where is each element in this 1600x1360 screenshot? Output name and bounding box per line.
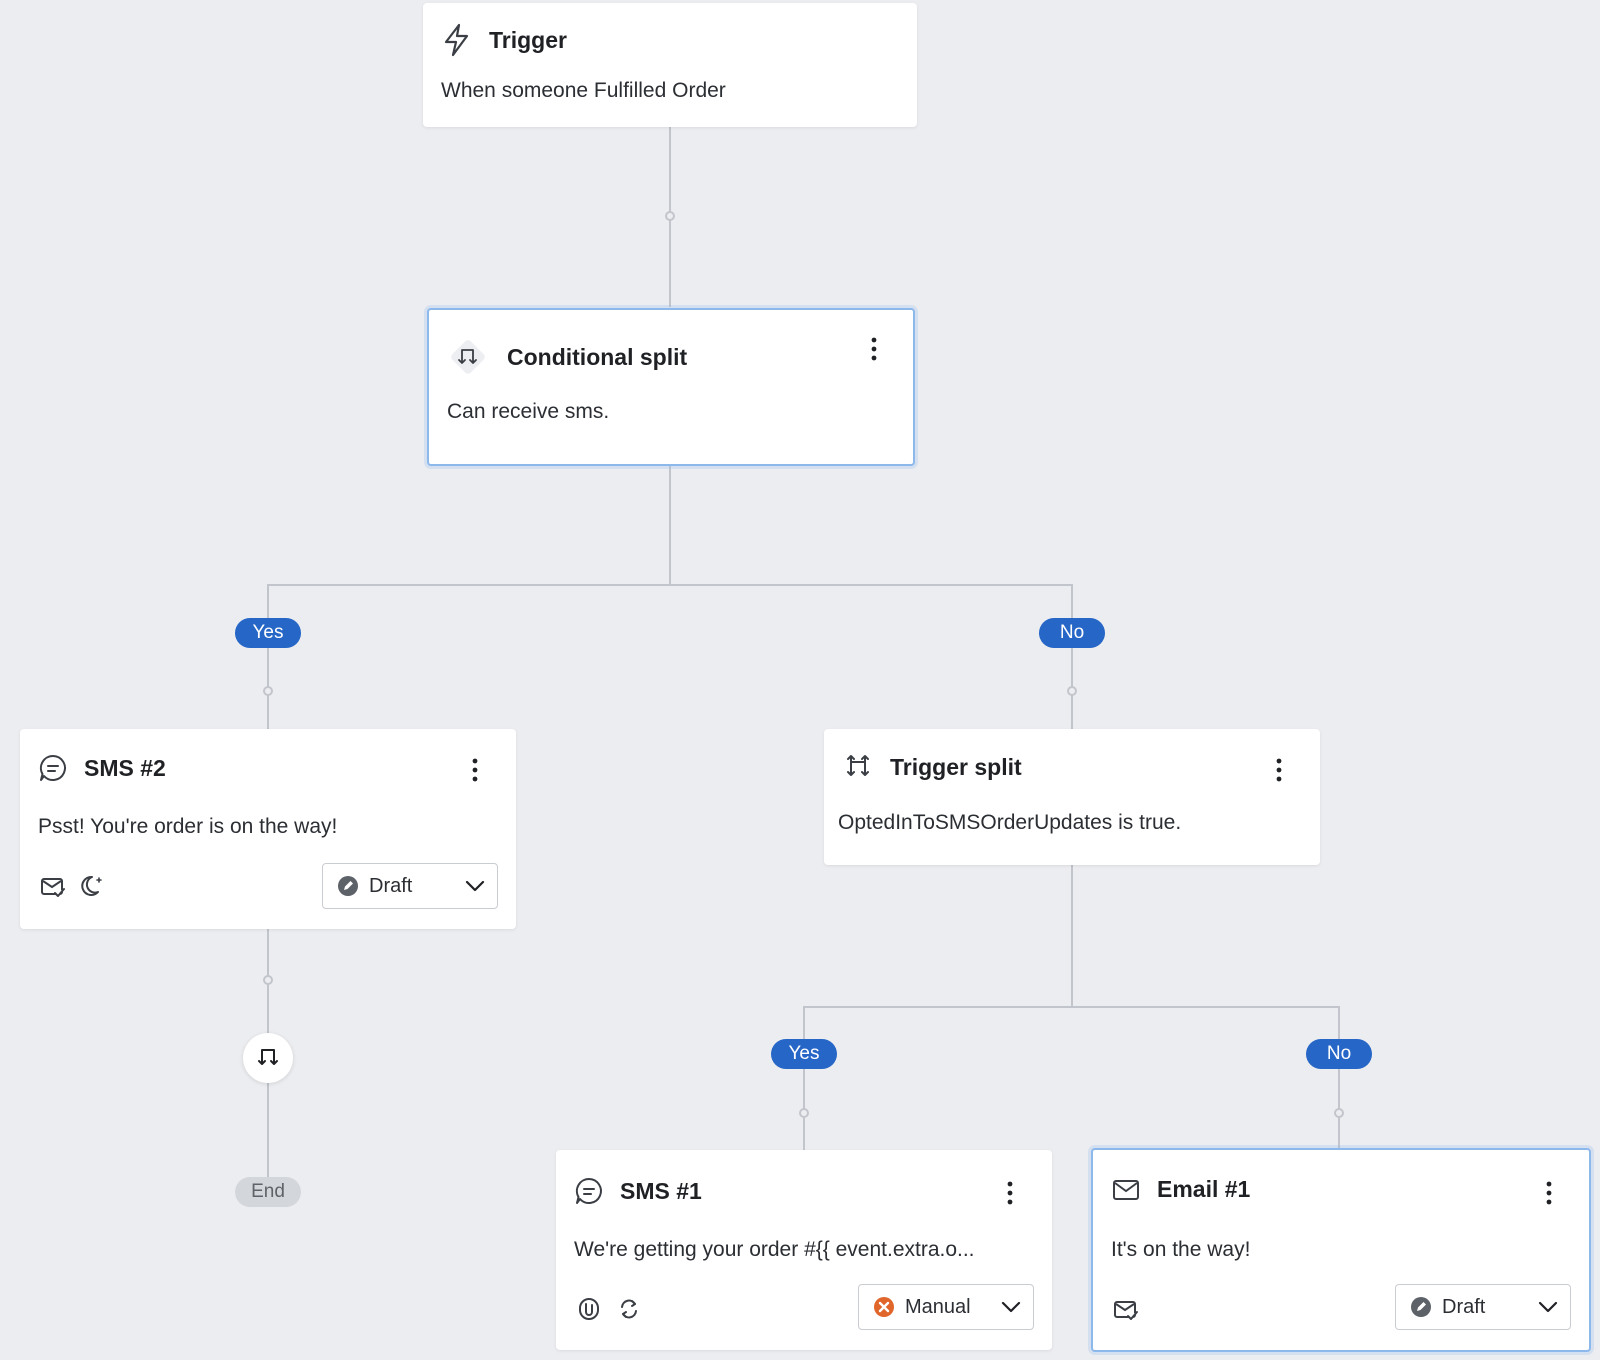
branch-label-yes: Yes: [235, 618, 301, 648]
message-check-icon: [1113, 1298, 1139, 1322]
status-label: Draft: [1442, 1295, 1486, 1318]
trigger-card[interactable]: Trigger When someone Fulfilled Order: [423, 3, 917, 127]
trigger-title: Trigger: [489, 26, 567, 53]
trigger-split-card[interactable]: Trigger split OptedInToSMSOrderUpdates i…: [824, 729, 1320, 865]
status-label: Draft: [369, 874, 413, 897]
branch-label-no: No: [1306, 1039, 1372, 1069]
manual-status-icon: [873, 1296, 895, 1318]
email-1-title: Email #1: [1157, 1176, 1251, 1202]
sms-1-card[interactable]: SMS #1 We're getting your order #{{ even…: [556, 1150, 1052, 1350]
draft-status-icon: [337, 875, 359, 897]
connector: [803, 1006, 805, 1151]
connector-dot: [263, 975, 273, 985]
more-options-icon[interactable]: [1267, 755, 1291, 785]
sms-1-description: We're getting your order #{{ event.extra…: [574, 1238, 975, 1261]
quiet-hours-moon-icon: [80, 873, 106, 899]
connector-dot: [1067, 686, 1077, 696]
refresh-icon: [616, 1296, 642, 1322]
email-icon: [1111, 1177, 1141, 1203]
connector: [1071, 865, 1073, 1008]
status-label: Manual: [905, 1295, 971, 1318]
connector-dot: [263, 686, 273, 696]
status-dropdown[interactable]: Manual: [858, 1284, 1034, 1330]
connector: [669, 466, 671, 586]
sms-2-title: SMS #2: [84, 754, 166, 781]
conditional-split-card[interactable]: Conditional split Can receive sms.: [427, 308, 915, 466]
branch-label-no: No: [1039, 618, 1105, 648]
more-options-icon[interactable]: [1537, 1178, 1561, 1208]
email-1-card[interactable]: Email #1 It's on the way! Draft: [1091, 1148, 1591, 1352]
trigger-split-title: Trigger split: [890, 753, 1022, 780]
sms-2-description: Psst! You're order is on the way!: [38, 815, 338, 838]
more-options-icon[interactable]: [998, 1178, 1022, 1208]
more-options-icon[interactable]: [862, 334, 886, 364]
connector: [803, 1006, 1340, 1008]
split-icon: [255, 1046, 281, 1070]
end-label: End: [235, 1177, 301, 1207]
sms-1-title: SMS #1: [620, 1177, 702, 1204]
connector-dot: [799, 1108, 809, 1118]
email-1-description: It's on the way!: [1111, 1238, 1251, 1261]
message-check-icon: [40, 875, 66, 899]
connector-dot: [665, 211, 675, 221]
split-icon: [443, 332, 493, 382]
conditional-split-description: Can receive sms.: [447, 400, 610, 423]
connector-dot: [1334, 1108, 1344, 1118]
connector: [267, 584, 1073, 586]
chevron-down-icon: [465, 880, 485, 892]
status-dropdown[interactable]: Draft: [1395, 1284, 1571, 1330]
more-options-icon[interactable]: [463, 755, 487, 785]
status-dropdown[interactable]: Draft: [322, 863, 498, 909]
add-split-button[interactable]: [243, 1033, 293, 1083]
sms-icon: [574, 1176, 604, 1206]
attachment-icon: [576, 1296, 602, 1322]
trigger-split-description: OptedInToSMSOrderUpdates is true.: [838, 811, 1182, 834]
conditional-split-title: Conditional split: [507, 343, 688, 370]
sms-icon: [38, 753, 68, 783]
lightning-icon: [441, 23, 473, 57]
connector: [1338, 1006, 1340, 1151]
connector: [1071, 584, 1073, 730]
branch-label-yes: Yes: [771, 1039, 837, 1069]
connector: [267, 584, 269, 730]
draft-status-icon: [1410, 1296, 1432, 1318]
chevron-down-icon: [1538, 1301, 1558, 1313]
trigger-description: When someone Fulfilled Order: [441, 79, 726, 102]
chevron-down-icon: [1001, 1301, 1021, 1313]
trigger-split-icon: [844, 753, 872, 781]
sms-2-card[interactable]: SMS #2 Psst! You're order is on the way!…: [20, 729, 516, 929]
